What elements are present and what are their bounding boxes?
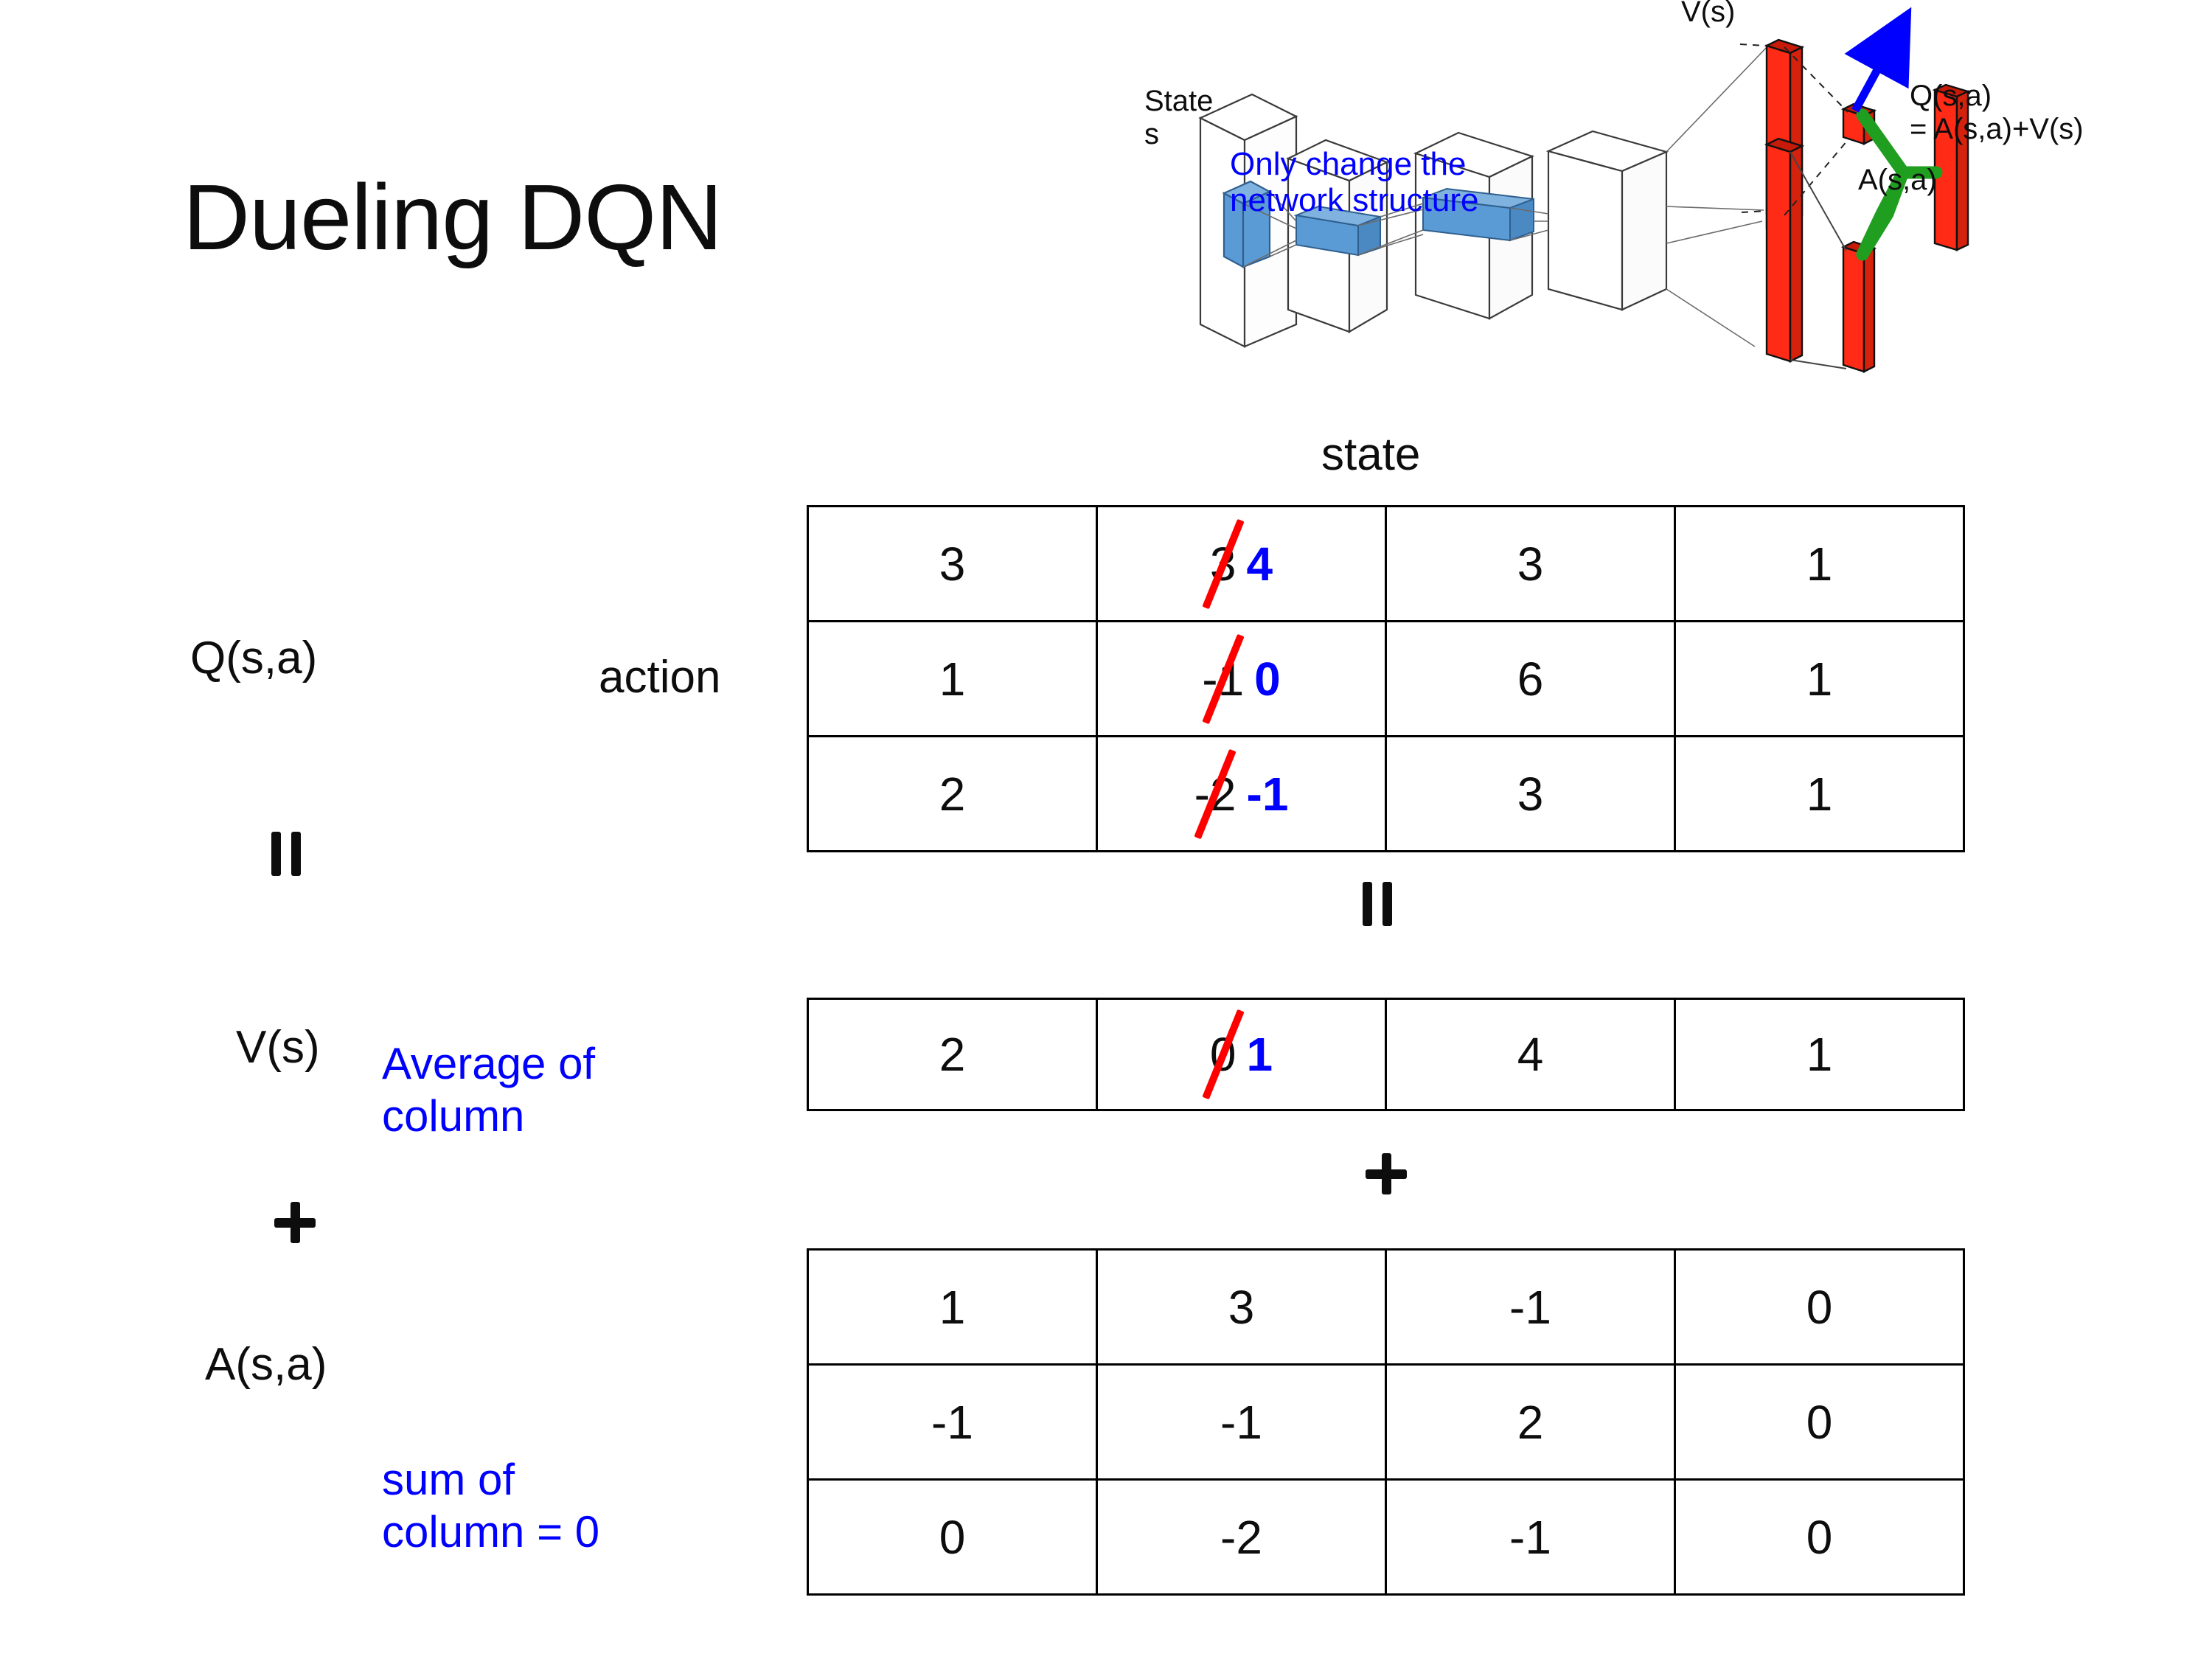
v-cell-r0c3: 1	[1674, 998, 1965, 1111]
average-note-line2: column	[382, 1091, 525, 1141]
a-cell-r1c1: -1	[1096, 1363, 1387, 1481]
a-cell-r2c3: 0	[1674, 1478, 1965, 1596]
q-cell-r1c0: 1	[807, 620, 1098, 737]
table-row: -1 -1 2 0	[807, 1363, 1965, 1481]
a-cell-r1c2: 2	[1385, 1363, 1676, 1481]
a-cell-r2c2: -1	[1385, 1478, 1676, 1596]
input-receptive-field	[1222, 180, 1272, 268]
a-cell-r0c3: 0	[1674, 1248, 1965, 1366]
diagram-state-variable: s	[1144, 118, 1159, 150]
table-row: 1 3 -1 0	[807, 1248, 1965, 1366]
q-cell-r1c1: -1 0	[1096, 620, 1387, 737]
diagram-q-label-line2: = A(s,a)+V(s)	[1910, 112, 2084, 145]
a-cell-r0c1: 3	[1096, 1248, 1387, 1366]
diagram-state-label: State	[1144, 85, 1214, 117]
v-cell-r0c2: 4	[1385, 998, 1676, 1111]
q-cell-r2c2: 3	[1385, 735, 1676, 852]
new-value: -1	[1246, 767, 1289, 821]
dueling-network-diagram: State s V(s) Q(s,a) = A(s,a)+V(s) A(s,a)…	[1106, 0, 2212, 413]
diagram-note-line1: Only change the	[1230, 146, 1467, 182]
q-value-table: 3 3 4 3 1 1 -1 0 6 1 2 -2 -1 3 1	[807, 505, 1965, 852]
table-row: 1 -1 0 6 1	[807, 620, 1965, 737]
conv-block-3	[1545, 130, 1669, 311]
q-cell-r0c3: 1	[1674, 505, 1965, 622]
old-value: -2	[1194, 748, 1237, 839]
a-table-label: A(s,a)	[205, 1339, 327, 1390]
old-value: -1	[1202, 633, 1245, 724]
v-table-label: V(s)	[236, 1022, 320, 1073]
edited-value: 0 1	[1202, 1009, 1273, 1100]
a-cell-r0c2: -1	[1385, 1248, 1676, 1366]
diagram-note-line2: network structure	[1230, 182, 1479, 219]
a-cell-r1c0: -1	[807, 1363, 1098, 1481]
diagram-note: Only change the network structure	[1230, 146, 1478, 219]
table-row: 2 0 1 4 1	[807, 998, 1965, 1111]
edited-value: -1 0	[1202, 633, 1281, 724]
advantage-stream-bar	[1764, 137, 1805, 363]
v-value-table: 2 0 1 4 1	[807, 998, 1965, 1111]
average-of-column-note: Average of column	[382, 1038, 595, 1143]
sum-note-line2: column = 0	[382, 1506, 600, 1557]
state-axis-label: state	[1321, 429, 1421, 480]
q-output-bar	[1932, 83, 1971, 251]
strikethrough-mark	[1202, 518, 1245, 609]
stream-fanout	[1666, 44, 1770, 347]
sum-of-column-note: sum of column = 0	[382, 1454, 599, 1559]
diagram-q-label-line1: Q(s,a)	[1910, 80, 1992, 112]
network-diagram-svg	[1198, 7, 1971, 373]
a-value-table: 1 3 -1 0 -1 -1 2 0 0 -2 -1 0	[807, 1248, 1965, 1596]
new-value: 0	[1254, 652, 1281, 706]
advantage-vector-node	[1840, 240, 1877, 373]
table-row: 2 -2 -1 3 1	[807, 735, 1965, 852]
value-dashed-links	[1739, 44, 1848, 216]
q-cell-r1c2: 6	[1385, 620, 1676, 737]
q-cell-r1c3: 1	[1674, 620, 1965, 737]
sum-note-line1: sum of	[382, 1455, 515, 1504]
value-output-arrow	[1844, 7, 1912, 113]
page-title: Dueling DQN	[183, 165, 723, 269]
new-value: 4	[1246, 537, 1273, 591]
combine-green-link	[1856, 108, 1943, 261]
q-cell-r2c3: 1	[1674, 735, 1965, 852]
edited-value: -2 -1	[1194, 748, 1289, 839]
old-value: 3	[1202, 518, 1245, 609]
advantage-links	[1790, 151, 1847, 369]
layer-connections	[1242, 191, 1549, 268]
a-cell-r2c1: -2	[1096, 1478, 1387, 1596]
q-cell-r2c1: -2 -1	[1096, 735, 1387, 852]
average-note-line1: Average of	[382, 1039, 596, 1088]
diagram-value-label: V(s)	[1681, 0, 1736, 28]
v-cell-r0c1: 0 1	[1096, 998, 1387, 1111]
table-row: 3 3 4 3 1	[807, 505, 1965, 622]
q-cell-r2c0: 2	[807, 735, 1098, 852]
old-value: 0	[1202, 1009, 1245, 1100]
a-cell-r0c0: 1	[807, 1248, 1098, 1366]
new-value: 1	[1246, 1028, 1273, 1081]
action-axis-label: action	[599, 652, 721, 703]
diagram-q-label: Q(s,a) = A(s,a)+V(s)	[1910, 80, 2084, 146]
q-cell-r0c1: 3 4	[1096, 505, 1387, 622]
edited-value: 3 4	[1202, 518, 1273, 609]
a-cell-r2c0: 0	[807, 1478, 1098, 1596]
strikethrough-mark	[1202, 1009, 1245, 1100]
diagram-advantage-label: A(s,a)	[1858, 164, 1937, 196]
q-cell-r0c0: 3	[807, 505, 1098, 622]
q-table-label: Q(s,a)	[190, 633, 318, 684]
q-cell-r0c2: 3	[1385, 505, 1676, 622]
a-cell-r1c3: 0	[1674, 1363, 1965, 1481]
table-row: 0 -2 -1 0	[807, 1478, 1965, 1596]
v-cell-r0c0: 2	[807, 998, 1098, 1111]
